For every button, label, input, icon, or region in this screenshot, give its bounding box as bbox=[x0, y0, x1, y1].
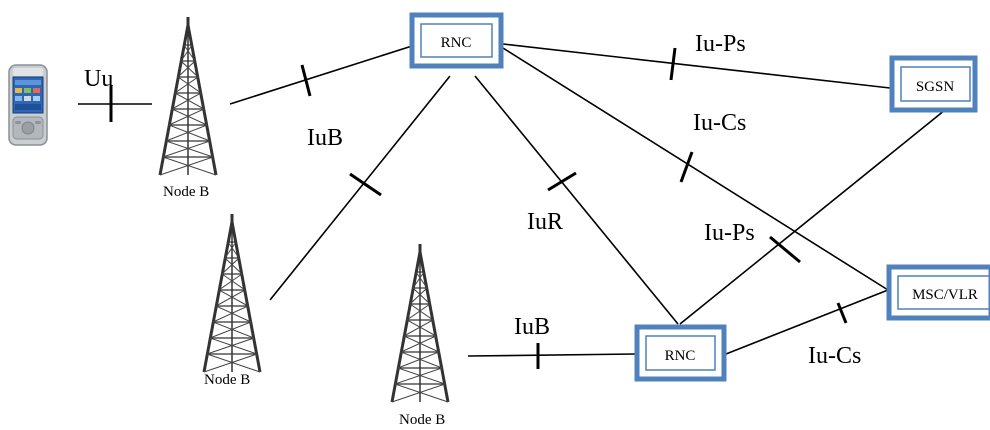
link-iucs-top bbox=[502, 47, 889, 291]
links bbox=[78, 43, 946, 357]
tick-iub-mid bbox=[349, 172, 382, 197]
nodeb-bottom-label: Node B bbox=[399, 412, 445, 428]
interface-label-iucs-top: Iu-Cs bbox=[693, 110, 746, 136]
pda-device-icon bbox=[8, 64, 48, 146]
interface-label-iups-bottom: Iu-Ps bbox=[704, 220, 755, 246]
interface-label-iub-top: IuB bbox=[307, 125, 343, 151]
interface-label-uu: Uu bbox=[84, 66, 113, 92]
tick-iucs-top bbox=[679, 151, 694, 183]
link-iucs-bottom bbox=[725, 289, 889, 355]
msc-vlr-box: MSC/VLR bbox=[886, 264, 990, 321]
tower-icon bbox=[158, 15, 218, 177]
link-iur bbox=[474, 75, 679, 325]
interface-label-iucs-bottom: Iu-Cs bbox=[808, 343, 861, 369]
link-ticks bbox=[109, 47, 848, 369]
link-iub-top bbox=[229, 45, 413, 105]
tower-icon bbox=[390, 242, 450, 404]
interface-label-iups-top: Iu-Ps bbox=[695, 31, 746, 57]
link-iups-bottom bbox=[679, 109, 946, 325]
tick-iups-bottom bbox=[769, 235, 801, 264]
tower-icon bbox=[202, 212, 262, 374]
rnc-bottom-label: RNC bbox=[665, 348, 696, 364]
interface-label-iur: IuR bbox=[527, 209, 563, 235]
tick-iucs-bottom bbox=[836, 302, 848, 324]
sgsn-box: SGSN bbox=[889, 55, 978, 113]
nodeb-mid-label: Node B bbox=[204, 372, 250, 388]
rnc-bottom-box: RNC bbox=[634, 324, 727, 382]
sgsn-label: SGSN bbox=[916, 79, 955, 95]
tick-iur bbox=[547, 171, 577, 192]
interface-label-iub-bottom: IuB bbox=[514, 314, 550, 340]
link-iups-top bbox=[502, 43, 891, 89]
rnc-top-box: RNC bbox=[409, 12, 504, 69]
nodeb-top-label: Node B bbox=[163, 184, 209, 200]
link-iub-mid bbox=[269, 75, 451, 301]
tick-iub-top bbox=[300, 64, 312, 97]
tick-iups-top bbox=[669, 47, 677, 81]
msc-vlr-label: MSC/VLR bbox=[912, 287, 978, 303]
link-iub-bottom bbox=[467, 353, 638, 357]
rnc-top-label: RNC bbox=[441, 35, 472, 51]
